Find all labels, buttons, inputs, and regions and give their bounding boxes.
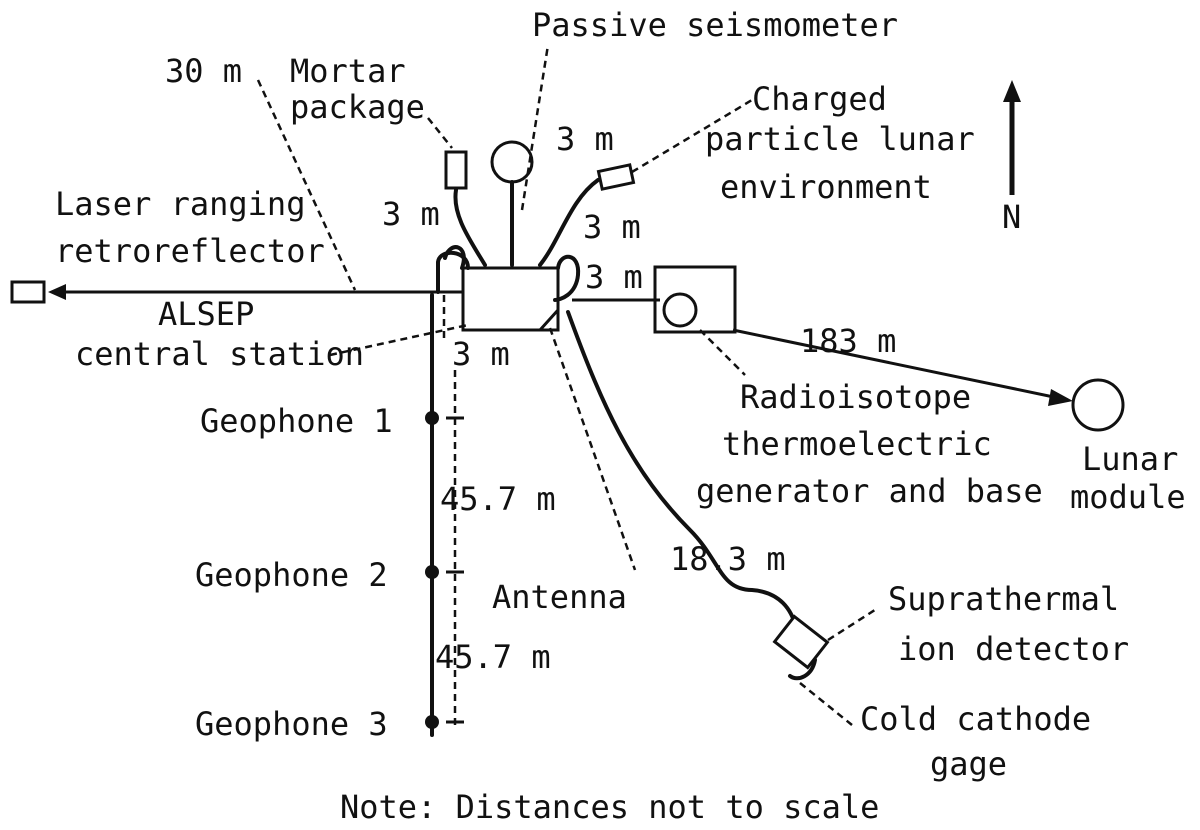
rtg-label-line3: generator and base bbox=[696, 472, 1043, 510]
suprathermal-label-line2: ion detector bbox=[898, 630, 1129, 668]
mortar-package-box bbox=[444, 150, 468, 190]
charged-particle-box bbox=[596, 163, 636, 191]
left-cable-loop bbox=[436, 251, 470, 294]
antenna-leader bbox=[548, 327, 637, 571]
lunar-module-line bbox=[732, 328, 1069, 402]
alsep-label-line1: ALSEP bbox=[158, 295, 254, 333]
geophone-spacing-dimension bbox=[446, 370, 464, 725]
central-station-box bbox=[461, 266, 560, 332]
lunar-module-circle bbox=[1071, 378, 1125, 432]
geophone-2-3-distance: 45.7 m bbox=[435, 638, 551, 676]
mortar-distance: 3 m bbox=[382, 195, 440, 233]
suprathermal-leader bbox=[827, 606, 879, 642]
right-cable-loop bbox=[553, 254, 581, 302]
lunar-module-distance: 183 m bbox=[800, 322, 896, 360]
suprathermal-cable bbox=[566, 310, 798, 630]
geophone-3-marker bbox=[425, 715, 439, 729]
geophone-start-distance: 3 m bbox=[452, 335, 510, 373]
rtg-distance: 3 m bbox=[585, 258, 643, 296]
charged-particle-label-line2: particle lunar bbox=[705, 120, 975, 158]
north-arrow bbox=[1003, 80, 1021, 195]
left-cable-loop-inner bbox=[443, 245, 466, 270]
laser-label-line2: retroreflector bbox=[55, 232, 325, 270]
scale-note: Note: Distances not to scale bbox=[340, 788, 879, 826]
rtg-label-line2: thermoelectric bbox=[722, 425, 992, 463]
retroreflector-box bbox=[10, 280, 46, 304]
seismometer-circle bbox=[490, 140, 534, 184]
retroreflector-distance-leader bbox=[256, 79, 357, 291]
geophone-2-marker bbox=[425, 565, 439, 579]
geophone-1-label: Geophone 1 bbox=[200, 402, 393, 440]
cold-cathode-gage-shape bbox=[788, 658, 817, 681]
cold-cathode-label-line2: gage bbox=[930, 745, 1007, 783]
central-station-antenna-notch bbox=[538, 308, 560, 332]
retroreflector-distance: 30 m bbox=[165, 52, 242, 90]
charged-particle-label-line1: Charged bbox=[752, 80, 887, 118]
charged-particle-distance: 3 m bbox=[583, 208, 641, 246]
suprathermal-label-line1: Suprathermal bbox=[888, 580, 1119, 618]
geophone-2-label: Geophone 2 bbox=[195, 556, 388, 594]
mortar-cable bbox=[453, 188, 487, 267]
laser-label-line1: Laser ranging bbox=[55, 185, 305, 223]
geophone-1-marker bbox=[425, 411, 439, 425]
cold-cathode-leader bbox=[799, 682, 853, 726]
passive-seismometer-label: Passive seismometer bbox=[532, 6, 898, 44]
geophone-3-label: Geophone 3 bbox=[195, 705, 388, 743]
mortar-label-line2: package bbox=[290, 88, 425, 126]
rtg-leader bbox=[699, 329, 746, 376]
rtg-generator-circle bbox=[662, 292, 698, 328]
mortar-leader bbox=[427, 117, 453, 149]
charged-particle-label-line3: environment bbox=[720, 168, 932, 206]
cold-cathode-label-line1: Cold cathode bbox=[860, 700, 1091, 738]
charged-particle-cable bbox=[538, 178, 600, 267]
lunar-module-label-line1: Lunar bbox=[1082, 440, 1178, 478]
suprathermal-detector-box bbox=[772, 614, 830, 670]
lunar-module-label-line2: module bbox=[1070, 478, 1186, 516]
lunar-module-arrowhead bbox=[1048, 389, 1073, 406]
geophone-1-2-distance: 45.7 m bbox=[440, 480, 556, 518]
seismometer-leader bbox=[520, 44, 550, 211]
rtg-label-line1: Radioisotope bbox=[740, 378, 971, 416]
suprathermal-distance: 18.3 m bbox=[670, 540, 786, 578]
seismometer-distance: 3 m bbox=[556, 120, 614, 158]
antenna-label: Antenna bbox=[492, 578, 627, 616]
alsep-label-line2: central station bbox=[75, 335, 364, 373]
retroreflector-arrowhead bbox=[48, 284, 66, 300]
mortar-label-line1: Mortar bbox=[290, 52, 406, 90]
north-label: N bbox=[1002, 198, 1021, 236]
